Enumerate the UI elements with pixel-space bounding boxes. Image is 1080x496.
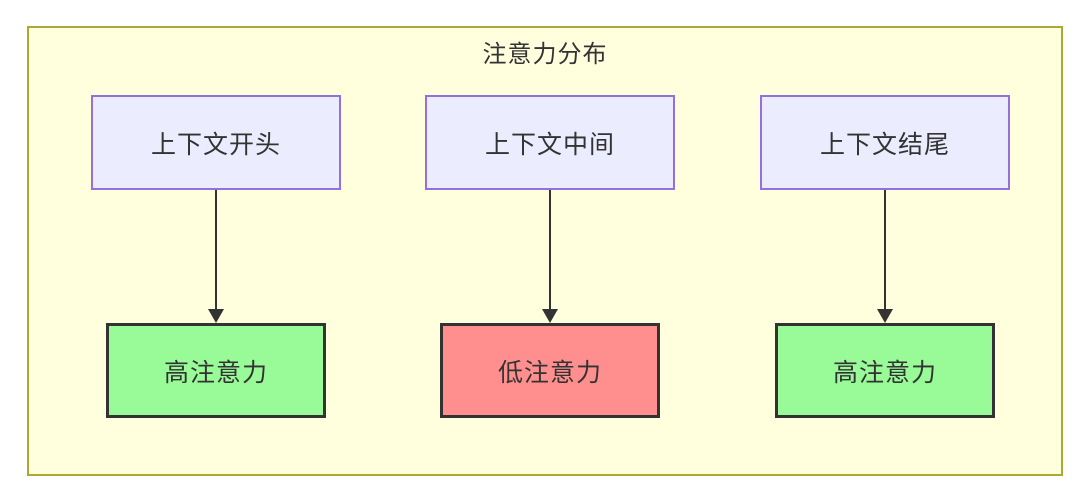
node-high-attention-2: 高注意力 (775, 323, 995, 418)
arrow-connector (542, 190, 558, 323)
arrow-connector (877, 190, 893, 323)
diagram-title: 注意力分布 (482, 41, 608, 68)
cluster-attention-distribution: 注意力分布 上下文开头 高注意力 上下文中间 低注意力 上下文结尾 (27, 26, 1063, 476)
node-label: 低注意力 (497, 358, 602, 387)
arrowhead-down-icon (208, 309, 224, 323)
arrow-line (884, 190, 886, 310)
node-low-attention: 低注意力 (440, 323, 660, 418)
arrowhead-down-icon (877, 309, 893, 323)
node-label: 上下文结尾 (819, 130, 950, 159)
node-label: 高注意力 (832, 358, 937, 387)
node-label: 高注意力 (163, 358, 268, 387)
arrow-line (215, 190, 217, 310)
node-high-attention-1: 高注意力 (106, 323, 326, 418)
arrowhead-down-icon (542, 309, 558, 323)
node-context-beginning: 上下文开头 (91, 95, 341, 190)
arrow-line (549, 190, 551, 310)
arrow-connector (208, 190, 224, 323)
node-context-end: 上下文结尾 (760, 95, 1010, 190)
node-label: 上下文开头 (150, 130, 281, 159)
node-label: 上下文中间 (484, 130, 615, 159)
node-context-middle: 上下文中间 (425, 95, 675, 190)
